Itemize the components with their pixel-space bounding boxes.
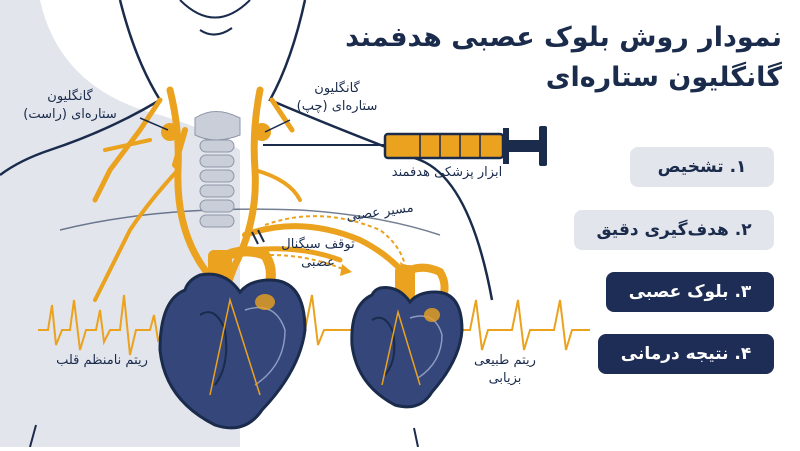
- label-normal-rhythm-line2: بزیابی: [488, 371, 522, 386]
- title-line-2: گانگلیون ستاره‌ای: [545, 62, 782, 93]
- title-line-1: نمودار روش بلوک عصبی هدفمند: [345, 22, 782, 53]
- label-signal-stop-line2: عصبی: [301, 255, 335, 270]
- step-1: ۱. تشخیص: [630, 147, 774, 187]
- label-left-ganglion: گانگلیون ستاره‌ای (چپ): [282, 80, 392, 116]
- label-normal-rhythm-line1: ریتم طبیعی: [474, 353, 536, 368]
- label-right-ganglion: گانگلیون ستاره‌ای (راست): [10, 88, 130, 124]
- jaw-outline: [179, 0, 251, 19]
- label-right-ganglion-line1: گانگلیون: [47, 89, 93, 104]
- step-2: ۲. هدف‌گیری دقیق: [574, 210, 774, 250]
- neck-outline: [0, 0, 162, 177]
- syringe-icon: [263, 126, 547, 166]
- nerve-path-arrow: [264, 215, 406, 266]
- nerve-network: [92, 86, 413, 309]
- ecg-normal: [292, 294, 590, 351]
- arrow-head-2: [340, 264, 352, 276]
- nerve-path-arrow-2: [269, 254, 346, 271]
- block-mark: [251, 231, 259, 245]
- label-signal-stop-line1: توقف سیگنال: [281, 237, 355, 252]
- step-3: ۳. بلوک عصبی: [606, 272, 774, 312]
- step-4: ۴. نتیجه درمانی: [598, 334, 774, 374]
- neck-outline-right: [268, 0, 494, 301]
- label-normal-rhythm: ریتم طبیعی بزیابی: [455, 352, 555, 388]
- block-mark-2: [257, 229, 265, 243]
- arm-line-right: [413, 427, 419, 448]
- label-left-ganglion-line2: ستاره‌ای (چپ): [296, 99, 378, 114]
- label-irregular-rhythm: ریتم نامنظم قلب: [56, 353, 148, 368]
- ecg-irregular: [38, 294, 176, 356]
- label-left-ganglion-line1: گانگلیون: [314, 81, 360, 96]
- label-signal-stop: توقف سیگنال عصبی: [268, 236, 368, 272]
- arm-line-left: [29, 424, 37, 448]
- pointer-right-ganglion: [139, 117, 169, 131]
- heart-normal: [350, 263, 464, 409]
- page-title: نمودار روش بلوک عصبی هدفمند گانگلیون ستا…: [322, 18, 782, 98]
- label-tool: ابزار پزشکی هدفمند: [391, 165, 503, 180]
- heart-irregular: [158, 246, 307, 430]
- background-panel: [0, 0, 40, 447]
- clavicle-line: [59, 208, 441, 236]
- trachea: [194, 111, 241, 228]
- pointer-left-ganglion: [264, 119, 291, 133]
- label-right-ganglion-line2: ستاره‌ای (راست): [23, 107, 117, 122]
- chin-outline: [199, 27, 233, 36]
